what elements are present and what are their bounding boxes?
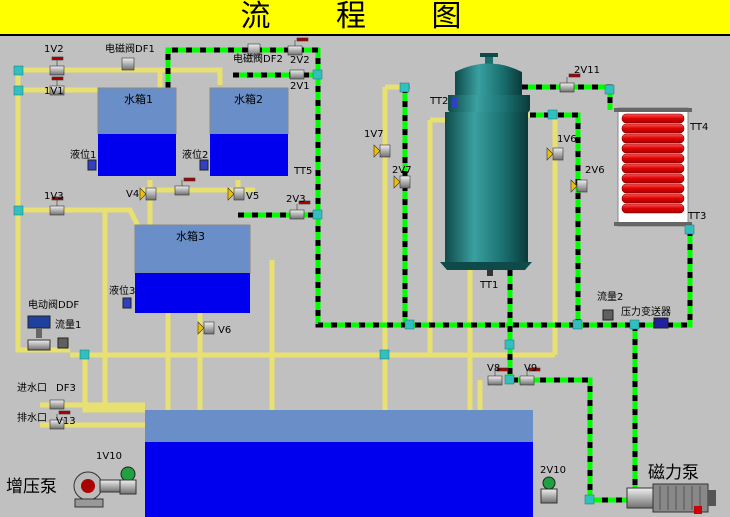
label-tt4: TT4 bbox=[690, 122, 709, 133]
valve-v5[interactable] bbox=[226, 186, 246, 202]
label-df2: 电磁阀DF2 bbox=[233, 54, 283, 65]
label-v5: V5 bbox=[246, 191, 260, 202]
process-diagram bbox=[13, 37, 716, 517]
valve-2v10[interactable] bbox=[538, 476, 560, 504]
label-2v11: 2V11 bbox=[574, 65, 600, 76]
heater-coil bbox=[614, 107, 692, 227]
label-1v3: 1V3 bbox=[44, 191, 64, 202]
label-tank3: 水箱3 bbox=[176, 230, 205, 243]
valve-1v7[interactable] bbox=[372, 143, 392, 159]
label-1v6: 1V6 bbox=[557, 134, 577, 145]
page-title: 流 程 图 bbox=[240, 0, 490, 34]
pipe-tees bbox=[13, 65, 695, 505]
yellow-pipes bbox=[15, 67, 558, 428]
label-v4: V4 bbox=[126, 189, 140, 200]
label-2v7: 2V7 bbox=[392, 165, 412, 176]
valve-v6[interactable] bbox=[196, 320, 216, 336]
label-2v1: 2V1 bbox=[290, 81, 310, 92]
label-2v2: 2V2 bbox=[290, 55, 310, 66]
booster-pump-button[interactable] bbox=[72, 464, 140, 508]
label-flow1: 流量1 bbox=[55, 320, 82, 331]
label-df1: 电磁阀DF1 bbox=[105, 44, 155, 55]
level-sensors bbox=[57, 98, 614, 349]
label-tt2: TT2 bbox=[430, 96, 449, 107]
label-electric-valve: 电动阀DDF bbox=[28, 300, 80, 311]
label-v13: V13 bbox=[56, 416, 76, 427]
tank-2 bbox=[209, 87, 289, 176]
tank-1 bbox=[97, 87, 177, 176]
title-bar: 流 程 图 bbox=[0, 0, 730, 36]
tank-3 bbox=[134, 224, 251, 313]
main-reservoir bbox=[145, 410, 533, 517]
label-tt3: TT3 bbox=[688, 211, 707, 222]
valve-2v6[interactable] bbox=[569, 178, 589, 194]
side-valves bbox=[121, 43, 588, 335]
label-pressure: 压力变送器 bbox=[621, 307, 671, 318]
manual-valves bbox=[49, 37, 581, 430]
label-tt1: TT1 bbox=[480, 280, 499, 291]
label-level3: 液位3 bbox=[109, 286, 136, 297]
label-level1: 液位1 bbox=[70, 150, 97, 161]
label-tank1: 水箱1 bbox=[124, 93, 153, 106]
2v10-valve bbox=[540, 476, 558, 504]
electric-valve bbox=[27, 315, 51, 351]
label-booster-pump: 增压泵 bbox=[6, 477, 57, 497]
valve-1v6[interactable] bbox=[545, 146, 565, 162]
booster-pump bbox=[73, 466, 137, 508]
label-flow2: 流量2 bbox=[597, 292, 624, 303]
label-v6: V6 bbox=[218, 325, 232, 336]
label-1v1: 1V1 bbox=[44, 86, 64, 97]
valve-v4[interactable] bbox=[138, 186, 158, 202]
label-level2: 液位2 bbox=[182, 150, 209, 161]
reactor-vessel bbox=[440, 53, 532, 276]
label-inlet: 进水口 bbox=[17, 383, 47, 394]
label-2v3: 2V3 bbox=[286, 194, 306, 205]
label-2v10: 2V10 bbox=[540, 465, 566, 476]
solenoid-df1[interactable] bbox=[120, 56, 136, 72]
label-tt5: TT5 bbox=[294, 166, 313, 177]
label-v8: V8 bbox=[487, 363, 501, 374]
label-1v7: 1V7 bbox=[364, 129, 384, 140]
label-mag-pump: 磁力泵 bbox=[648, 463, 699, 483]
valve-1v2[interactable] bbox=[48, 56, 66, 76]
label-outlet: 排水口 bbox=[17, 413, 47, 424]
label-df3: DF3 bbox=[56, 383, 76, 394]
label-1v10: 1V10 bbox=[96, 451, 122, 462]
label-v9: V9 bbox=[524, 363, 538, 374]
pressure-transmitter bbox=[653, 317, 669, 329]
label-tank2: 水箱2 bbox=[234, 93, 263, 106]
electric-valve-ddf[interactable] bbox=[26, 314, 52, 350]
magnetic-pump bbox=[626, 483, 716, 514]
process-canvas: 1V2 1V1 1V3 电磁阀DF1 电磁阀DF2 2V2 2V1 2V3 V4… bbox=[0, 36, 730, 517]
magnetic-pump-button[interactable] bbox=[625, 482, 717, 512]
label-1v2: 1V2 bbox=[44, 44, 64, 55]
label-2v6: 2V6 bbox=[585, 165, 605, 176]
